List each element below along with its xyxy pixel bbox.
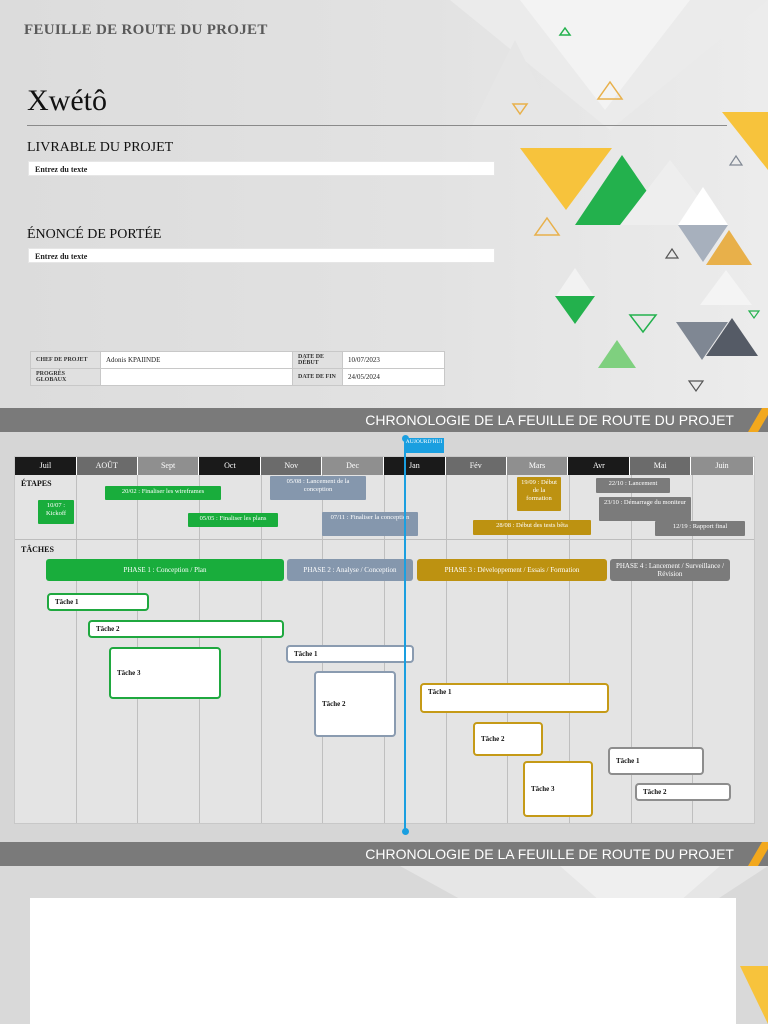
- progress-label: PROGRÈS GLOBAUX: [30, 368, 101, 386]
- milestone-monitor[interactable]: 23/10 : Démarrage du moniteur: [599, 497, 691, 521]
- task-bar[interactable]: Tâche 1: [47, 593, 149, 611]
- task-bar[interactable]: Tâche 3: [109, 647, 221, 699]
- task-bar[interactable]: Tâche 3: [523, 761, 593, 817]
- task-bar[interactable]: Tâche 1: [420, 683, 609, 713]
- timeline-footer-band: CHRONOLOGIE DE LA FEUILLE DE ROUTE DU PR…: [0, 842, 768, 866]
- month-feb: Fév: [445, 457, 507, 475]
- hero-section: FEUILLE DE ROUTE DU PROJET Xwétô LIVRABL…: [0, 0, 768, 408]
- accent-stripe: [748, 842, 768, 866]
- decorative-triangles: [450, 0, 768, 393]
- month-jun: Juin: [691, 457, 754, 475]
- gridline: [261, 475, 262, 823]
- manager-label: CHEF DE PROJET: [30, 351, 101, 369]
- timeline-header-band: CHRONOLOGIE DE LA FEUILLE DE ROUTE DU PR…: [0, 408, 768, 432]
- document-title: FEUILLE DE ROUTE DU PROJET: [24, 22, 268, 38]
- deliverable-field[interactable]: Entrez du texte: [28, 161, 495, 176]
- accent-stripe: [748, 408, 768, 432]
- phase-1-bar[interactable]: PHASE 1 : Conception / Plan: [46, 559, 284, 581]
- task-bar[interactable]: Tâche 1: [608, 747, 704, 775]
- month-may: Mai: [630, 457, 692, 475]
- gridline: [507, 475, 508, 823]
- phase-4-bar[interactable]: PHASE 4 : Lancement / Surveillance / Rév…: [610, 559, 730, 581]
- project-name[interactable]: Xwétô: [27, 84, 107, 117]
- task-bar[interactable]: Tâche 2: [635, 783, 731, 801]
- month-aug: AOÛT: [76, 457, 138, 475]
- milestone-beta-start[interactable]: 28/08 : Début des tests bêta: [473, 520, 591, 535]
- milestones-label: ÉTAPES: [21, 479, 52, 488]
- milestone-kickoff[interactable]: 10/07 : Kickoff: [38, 500, 74, 524]
- phase-3-bar[interactable]: PHASE 3 : Développement / Essais / Forma…: [417, 559, 607, 581]
- gridline: [446, 475, 447, 823]
- progress-field[interactable]: [100, 368, 293, 386]
- month-oct: Oct: [199, 457, 262, 475]
- gridline: [569, 475, 570, 823]
- gridline: [631, 475, 632, 823]
- month-apr: Avr: [568, 457, 631, 475]
- today-marker-bottom: [402, 828, 409, 835]
- manager-field[interactable]: Adonis KPAIINDE: [100, 351, 293, 369]
- month-jul: Juil: [15, 457, 77, 475]
- milestone-plans[interactable]: 05/05 : Finaliser les plans: [188, 513, 278, 527]
- month-nov: Nov: [261, 457, 323, 475]
- end-date-label: DATE DE FIN: [292, 368, 343, 386]
- today-line: [404, 440, 406, 832]
- deliverable-label: LIVRABLE DU PROJET: [27, 140, 174, 155]
- next-page-preview: [0, 866, 768, 1024]
- content-panel: [30, 898, 736, 1024]
- month-jan: Jan: [383, 457, 446, 475]
- milestone-training-start[interactable]: 19/09 : Début de la formation: [517, 477, 561, 511]
- timeline-heading-repeat: CHRONOLOGIE DE LA FEUILLE DE ROUTE DU PR…: [365, 846, 734, 862]
- scope-label: ÉNONCÉ DE PORTÉE: [27, 227, 162, 242]
- gridline: [692, 475, 693, 823]
- month-dec: Dec: [322, 457, 384, 475]
- task-bar[interactable]: Tâche 2: [314, 671, 396, 737]
- start-date-label: DATE DE DÉBUT: [292, 351, 343, 369]
- milestone-design-launch[interactable]: 05/08 : Lancement de la conception: [270, 476, 366, 500]
- title-divider: [27, 125, 727, 126]
- milestone-final-report[interactable]: 12/19 : Rapport final: [655, 521, 745, 536]
- milestone-launch[interactable]: 22/10 : Lancement: [596, 478, 670, 493]
- milestone-design-final[interactable]: 07/11 : Finaliser la conception: [322, 512, 418, 536]
- lane-separator: [15, 539, 754, 540]
- timeline-chart: Juil AOÛT Sept Oct Nov Dec Jan Fév Mars …: [14, 456, 755, 824]
- project-meta-table: CHEF DE PROJET Adonis KPAIINDE DATE DE D…: [30, 351, 445, 386]
- month-sep: Sept: [137, 457, 200, 475]
- start-date-field[interactable]: 10/07/2023: [342, 351, 445, 369]
- month-mar: Mars: [506, 457, 569, 475]
- phase-2-bar[interactable]: PHASE 2 : Analyse / Conception: [287, 559, 413, 581]
- task-bar[interactable]: Tâche 1: [286, 645, 414, 663]
- today-flag: AUJOURD'HUI: [404, 438, 444, 453]
- task-bar[interactable]: Tâche 2: [473, 722, 543, 756]
- task-bar[interactable]: Tâche 2: [88, 620, 284, 638]
- tasks-label: TÂCHES: [21, 545, 54, 554]
- month-header: Juil AOÛT Sept Oct Nov Dec Jan Fév Mars …: [15, 457, 754, 475]
- milestone-wireframes[interactable]: 20/02 : Finaliser les wireframes: [105, 486, 221, 500]
- scope-field[interactable]: Entrez du texte: [28, 248, 495, 263]
- timeline-heading: CHRONOLOGIE DE LA FEUILLE DE ROUTE DU PR…: [365, 412, 734, 428]
- gridline: [76, 475, 77, 823]
- end-date-field[interactable]: 24/05/2024: [342, 368, 445, 386]
